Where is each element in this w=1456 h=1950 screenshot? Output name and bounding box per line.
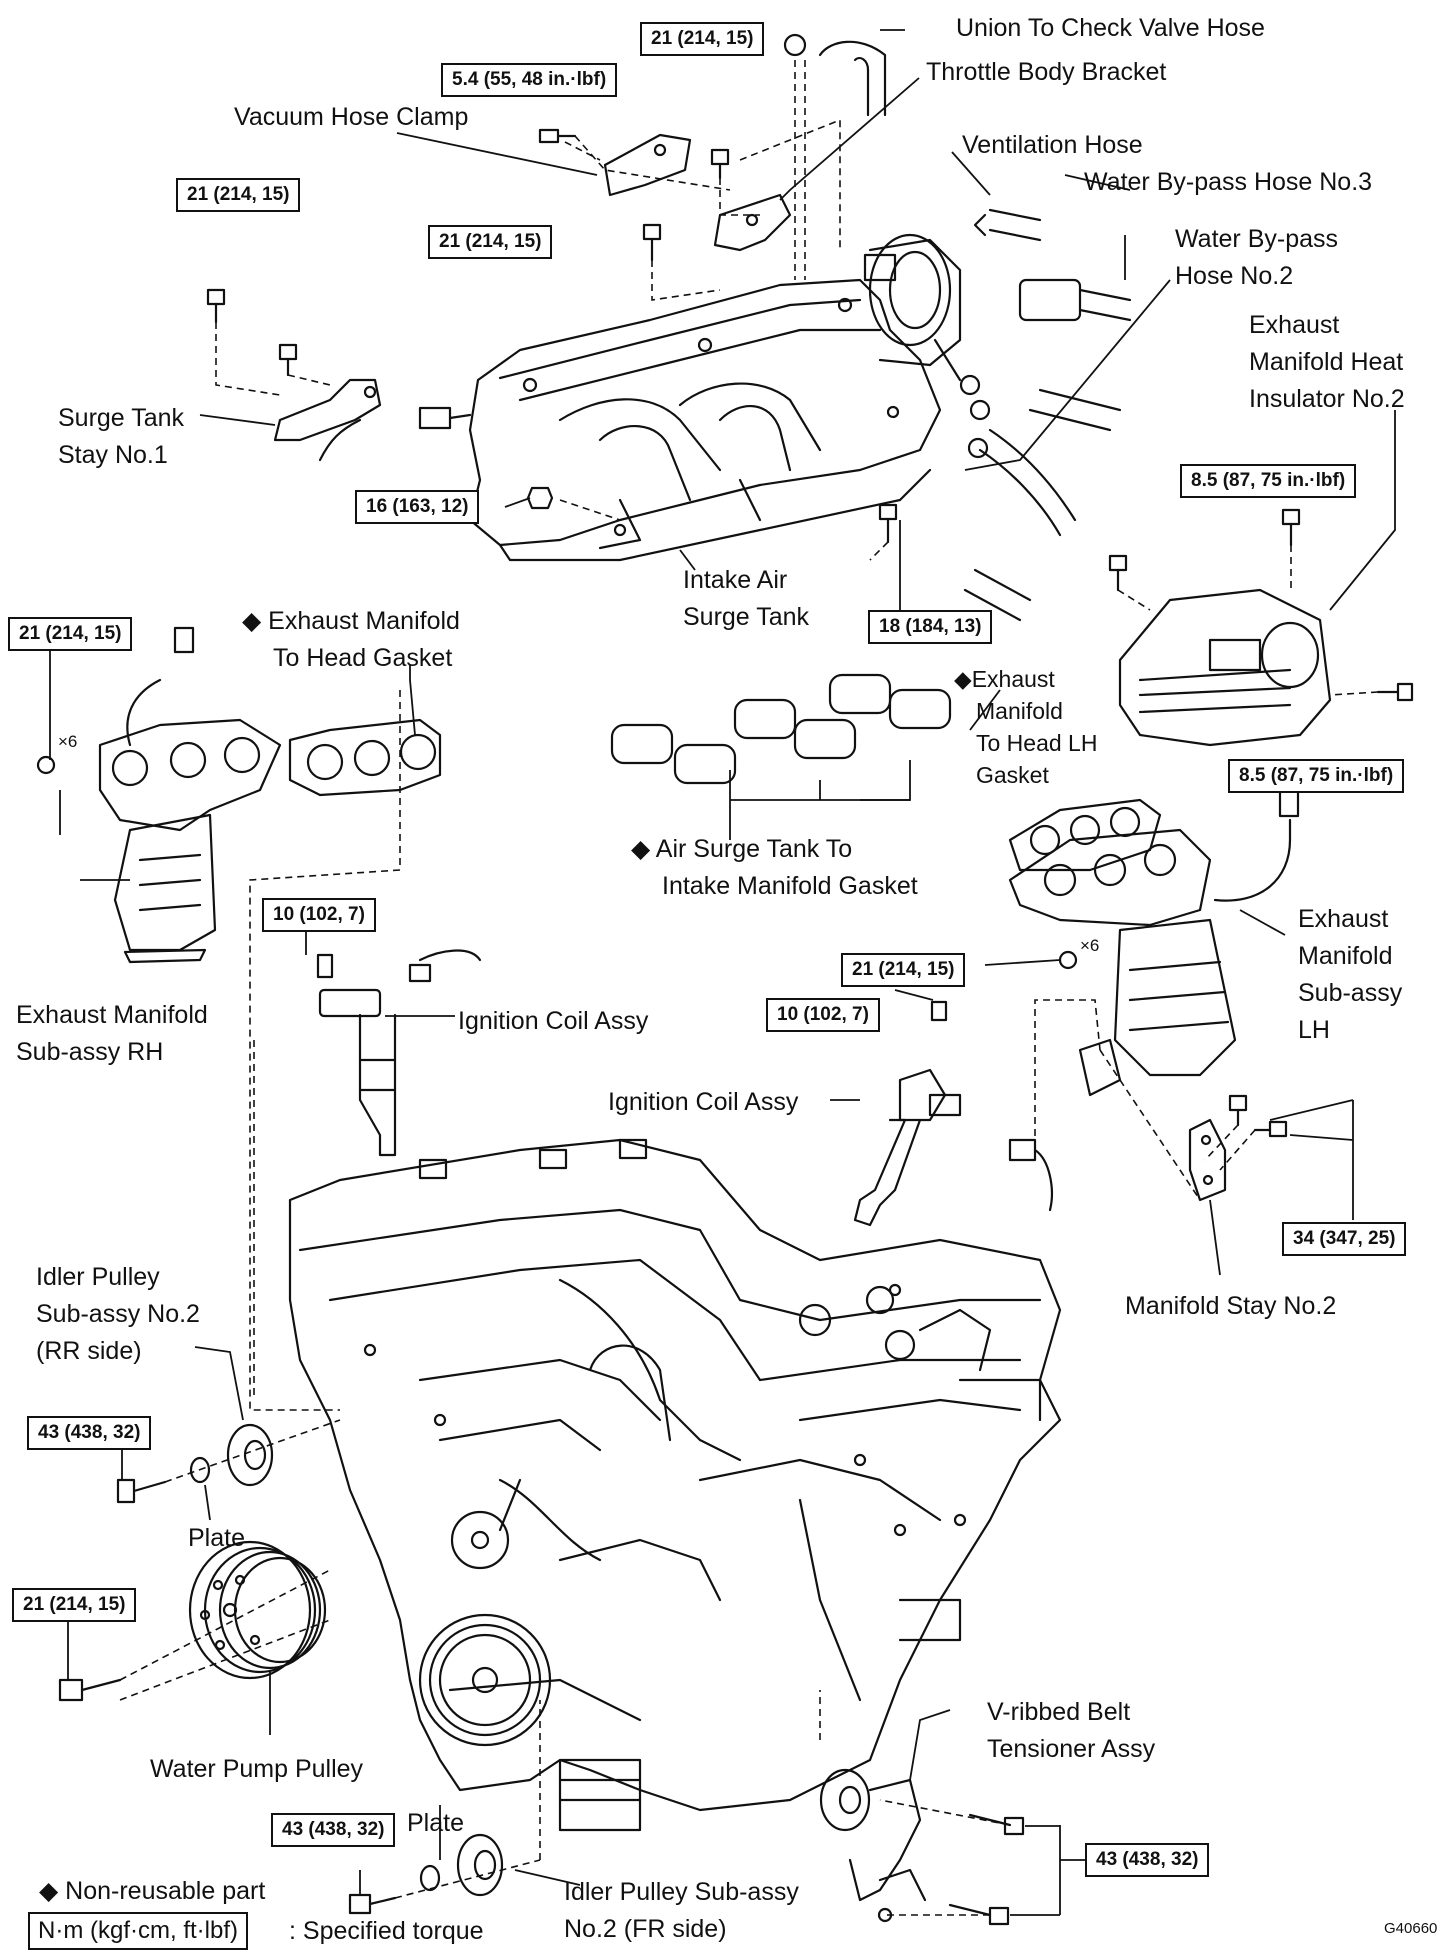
label-water-hose3: Water By-pass Hose No.3	[1084, 168, 1373, 196]
label-idler-rr-1: Idler Pulley	[36, 1263, 160, 1291]
heat-insulator	[1108, 508, 1414, 747]
label-vacuum-clamp: Vacuum Hose Clamp	[234, 103, 469, 131]
crank-pulley	[418, 1510, 552, 1747]
exhaust-gasket-rh	[288, 718, 442, 797]
label-ex-gasket-lh-4: Gasket	[976, 762, 1049, 788]
label-idler-fr-2: No.2 (FR side)	[564, 1915, 727, 1943]
label-heat-insulator-1: Exhaust	[1249, 311, 1340, 339]
torque-insulator-top: 8.5 (87, 75 in.·lbf)	[1180, 464, 1357, 498]
label-idler-fr-1: Idler Pulley Sub-assy	[564, 1878, 799, 1906]
label-air-gasket-2: Intake Manifold Gasket	[662, 872, 918, 900]
torque-bracket-bolt: 21 (214, 15)	[428, 225, 553, 259]
belt-tensioner	[819, 1768, 1025, 1926]
label-air-gasket-1: ◆ Air Surge Tank To	[631, 835, 853, 863]
label-surge-tank-1: Intake Air	[683, 566, 788, 594]
ignition-coil-2	[853, 1000, 1053, 1227]
label-surge-stay-2: Stay No.1	[58, 441, 168, 469]
throttle-body-bracket	[603, 133, 792, 252]
torque-tensioner-bolt: 43 (438, 32)	[1085, 1843, 1210, 1877]
legend-nonreusable: ◆ Non-reusable part	[39, 1877, 266, 1905]
label-union-hose: Union To Check Valve Hose	[956, 14, 1265, 42]
label-tensioner-1: V-ribbed Belt	[987, 1698, 1131, 1726]
torque-insulator-side: 8.5 (87, 75 in.·lbf)	[1228, 759, 1405, 793]
label-water-hose2-2: Hose No.2	[1175, 262, 1294, 290]
label-tensioner-2: Tensioner Assy	[987, 1735, 1156, 1763]
label-ex-lh-4: LH	[1298, 1016, 1330, 1044]
label-water-pulley: Water Pump Pulley	[150, 1755, 364, 1783]
torque-union-bolt: 21 (214, 15)	[640, 22, 765, 56]
torque-idler-fr-bolt: 43 (438, 32)	[271, 1813, 396, 1847]
legend-torque-unit: N·m (kgf·cm, ft·lbf)	[28, 1912, 248, 1950]
label-ex-gasket-rh-2: To Head Gasket	[273, 644, 453, 672]
label-manifold-stay: Manifold Stay No.2	[1125, 1292, 1337, 1320]
torque-idler-rr-bolt: 43 (438, 32)	[27, 1416, 152, 1450]
label-ex-lh-3: Sub-assy	[1298, 979, 1403, 1007]
label-ex-gasket-lh-3: To Head LH	[976, 730, 1098, 756]
label-ex-gasket-lh-2: Manifold	[976, 698, 1063, 724]
torque-ex-rh-nut: 21 (214, 15)	[8, 617, 133, 651]
label-ex-gasket-lh-1: ◆Exhaust	[954, 666, 1055, 692]
torque-pulley-bolt: 21 (214, 15)	[12, 1588, 137, 1622]
exhaust-gasket-lh	[1008, 798, 1162, 872]
label-heat-insulator-3: Insulator No.2	[1249, 385, 1405, 413]
air-surge-gasket	[610, 673, 952, 785]
intake-air-surge-tank	[468, 278, 942, 562]
label-heat-insulator-2: Manifold Heat	[1249, 348, 1404, 376]
label-surge-tank-2: Surge Tank	[683, 603, 810, 631]
label-water-hose2-1: Water By-pass	[1175, 225, 1339, 253]
torque-ex-lh-nut: 21 (214, 15)	[841, 953, 966, 987]
torque-stay-bolt: 34 (347, 25)	[1282, 1222, 1407, 1256]
alignment-lines	[119, 60, 1379, 1916]
label-ex-rh-1: Exhaust Manifold	[16, 1001, 208, 1029]
label-ignition-coil-1: Ignition Coil Assy	[458, 1007, 649, 1035]
label-idler-rr-2: Sub-assy No.2	[36, 1300, 200, 1328]
label-multiplier-lh: ×6	[1080, 936, 1100, 955]
hoses-top-right	[818, 40, 1132, 622]
water-pump-pulley	[58, 1540, 327, 1702]
exhaust-manifold-rh	[36, 626, 282, 964]
torque-coil2-bolt: 10 (102, 7)	[766, 998, 880, 1032]
leader-lines	[49, 29, 1396, 1916]
torque-surge-bolt: 18 (184, 13)	[868, 610, 993, 644]
label-ex-lh-2: Manifold	[1298, 942, 1393, 970]
label-ex-lh-1: Exhaust	[1298, 905, 1389, 933]
label-plate-2: Plate	[407, 1809, 464, 1837]
label-idler-rr-3: (RR side)	[36, 1337, 142, 1365]
manifold-stay	[1188, 1094, 1288, 1202]
label-plate-1: Plate	[188, 1524, 245, 1552]
torque-surge-stay-bolt: 21 (214, 15)	[176, 178, 301, 212]
throttle-body	[863, 233, 962, 382]
torque-surge-nut: 16 (163, 12)	[355, 490, 480, 524]
torque-vacuum-clamp-bolt: 5.4 (55, 48 in.·lbf)	[441, 63, 618, 97]
label-ignition-coil-2: Ignition Coil Assy	[608, 1088, 799, 1116]
engine-block	[288, 1138, 1062, 1832]
label-ventilation-hose: Ventilation Hose	[962, 131, 1143, 159]
label-surge-stay-1: Surge Tank	[58, 404, 185, 432]
label-multiplier-rh: ×6	[58, 732, 78, 751]
idler-pulley-fr	[348, 1833, 504, 1915]
legend-torque-suffix: : Specified torque	[289, 1917, 484, 1945]
surge-tank-stay	[273, 378, 472, 462]
idler-pulley-rr	[116, 1423, 274, 1504]
label-throttle-bracket: Throttle Body Bracket	[926, 58, 1167, 86]
ignition-coil-1	[316, 949, 482, 1157]
label-ex-gasket-rh-1: ◆ Exhaust Manifold	[242, 607, 460, 635]
label-ex-rh-2: Sub-assy RH	[16, 1038, 164, 1066]
torque-coil1-bolt: 10 (102, 7)	[262, 898, 376, 932]
drawing-code: G40660	[1384, 1920, 1438, 1937]
